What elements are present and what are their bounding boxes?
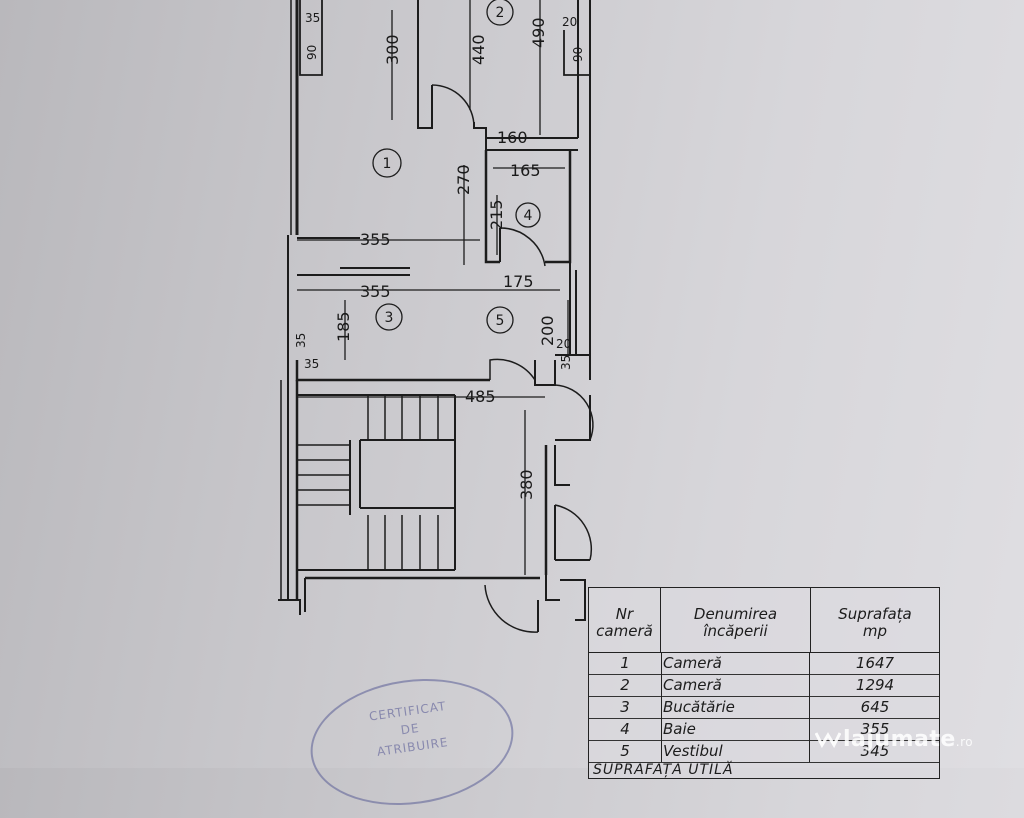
dim-485: 485 [465,387,496,406]
watermark-tld: .ro [955,735,974,749]
floor-plan: 1 2 3 4 5 35 90 300 440 490 20 90 160 27… [278,0,594,633]
header-name: Denumirea încăperii [661,588,811,652]
dim-20-right: 20 [556,337,571,351]
table-footer-total: SUPRAFAȚA UTILĂ [593,762,734,778]
row-name: Cameră [663,652,810,674]
rooms-table-header: Nr cameră Denumirea încăperii Suprafața … [589,588,939,653]
row-nr: 5 [589,740,662,762]
dim-35-left-b: 35 [304,357,319,371]
row-area: 355 [860,720,890,738]
dim-20-top: 20 [562,15,577,29]
dim-355-b: 355 [360,282,391,301]
row-nr: 4 [589,718,662,740]
watermark: lajumate.ro [815,727,973,752]
dim-35-right: 35 [559,355,573,370]
table-row: 3 Bucătărie 645 [589,696,939,719]
dim-215: 215 [487,199,506,230]
header-nr-line1: Nr [615,605,634,623]
dim-35-left-a: 35 [294,333,308,348]
room-marker-4: 4 [524,208,533,224]
dim-200: 200 [538,315,557,346]
dim-380: 380 [517,469,536,500]
dim-90-left: 90 [305,45,319,60]
table-row: 5 Vestibul 345 [589,740,939,763]
header-area: Suprafața mp [811,588,939,652]
dim-490: 490 [529,17,548,48]
dim-165: 165 [510,161,541,180]
room-marker-1-circle [372,148,402,178]
header-area-line1: Suprafața [838,605,912,623]
row-area: 1294 [855,676,895,694]
row-name: Bucătărie [663,696,810,718]
row-nr: 2 [589,674,662,696]
row-area: 345 [860,742,890,760]
room-marker-3-circle [375,303,403,331]
table-row: 2 Cameră 1294 [589,674,939,697]
dim-185: 185 [334,311,353,342]
row-nr: 3 [589,696,662,718]
row-nr: 1 [589,652,662,674]
dim-355-a: 355 [360,230,391,249]
room-marker-1: 1 [383,156,392,172]
header-nr-line2: cameră [596,622,653,640]
row-name: Baie [663,718,810,740]
row-name: Cameră [663,674,810,696]
row-area: 645 [860,698,890,716]
dim-440: 440 [469,34,488,65]
room-marker-4-circle [515,202,541,228]
room-marker-2: 2 [496,5,505,21]
dim-160: 160 [497,128,528,147]
row-area: 1647 [855,654,895,672]
room-marker-5-circle [486,306,514,334]
dim-300: 300 [383,34,402,65]
header-name-line2: încăperii [703,622,768,640]
header-area-line2: mp [862,622,888,640]
dim-90-right: 90 [571,47,585,62]
dim-35-top: 35 [305,11,320,25]
room-marker-5: 5 [496,313,505,329]
table-row: 1 Cameră 1647 [589,652,939,675]
header-nr: Nr cameră [589,588,661,652]
row-name: Vestibul [663,740,810,762]
room-marker-3: 3 [385,310,394,326]
dim-270: 270 [454,164,473,195]
dim-175: 175 [503,272,534,291]
table-row: 4 Baie 355 [589,718,939,741]
room-marker-2-circle [486,0,514,26]
logo-icon [815,732,841,748]
header-name-line1: Denumirea [693,605,778,623]
watermark-brand: lajumate [843,727,956,752]
